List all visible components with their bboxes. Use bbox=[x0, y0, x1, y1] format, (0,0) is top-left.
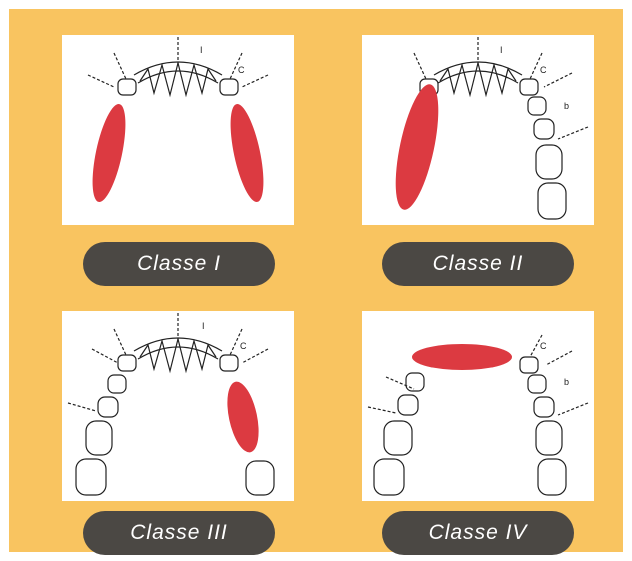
canine-label: C bbox=[238, 65, 245, 75]
caption-class-4: Classe IV bbox=[382, 511, 574, 555]
caption-class-1: Classe I bbox=[83, 242, 275, 286]
dental-arch-diagram: C b bbox=[362, 311, 594, 501]
premolar-label: b bbox=[564, 377, 569, 387]
incisors-label: I bbox=[202, 321, 205, 331]
canine-label: C bbox=[240, 341, 247, 351]
incisors-label: I bbox=[500, 45, 503, 55]
edentulous-area-left bbox=[86, 101, 132, 204]
canine-label: C bbox=[540, 341, 547, 351]
edentulous-area-left bbox=[387, 81, 447, 213]
dental-arch-diagram: I C bbox=[62, 311, 294, 501]
dental-arch-diagram: I C b bbox=[362, 35, 594, 225]
diagram-panel-class-3: I C bbox=[62, 311, 294, 501]
edentulous-area-right bbox=[222, 379, 264, 455]
caption-class-2: Classe II bbox=[382, 242, 574, 286]
edentulous-area-anterior bbox=[412, 344, 512, 370]
dental-arch-diagram: I C bbox=[62, 35, 294, 225]
edentulous-area-right bbox=[224, 101, 270, 204]
diagram-panel-class-2: I C b bbox=[362, 35, 594, 225]
diagram-panel-class-4: C b bbox=[362, 311, 594, 501]
incisors-label: I bbox=[200, 45, 203, 55]
premolar-label: b bbox=[564, 101, 569, 111]
diagram-panel-class-1: I C bbox=[62, 35, 294, 225]
canine-label: C bbox=[540, 65, 547, 75]
caption-class-3: Classe III bbox=[83, 511, 275, 555]
